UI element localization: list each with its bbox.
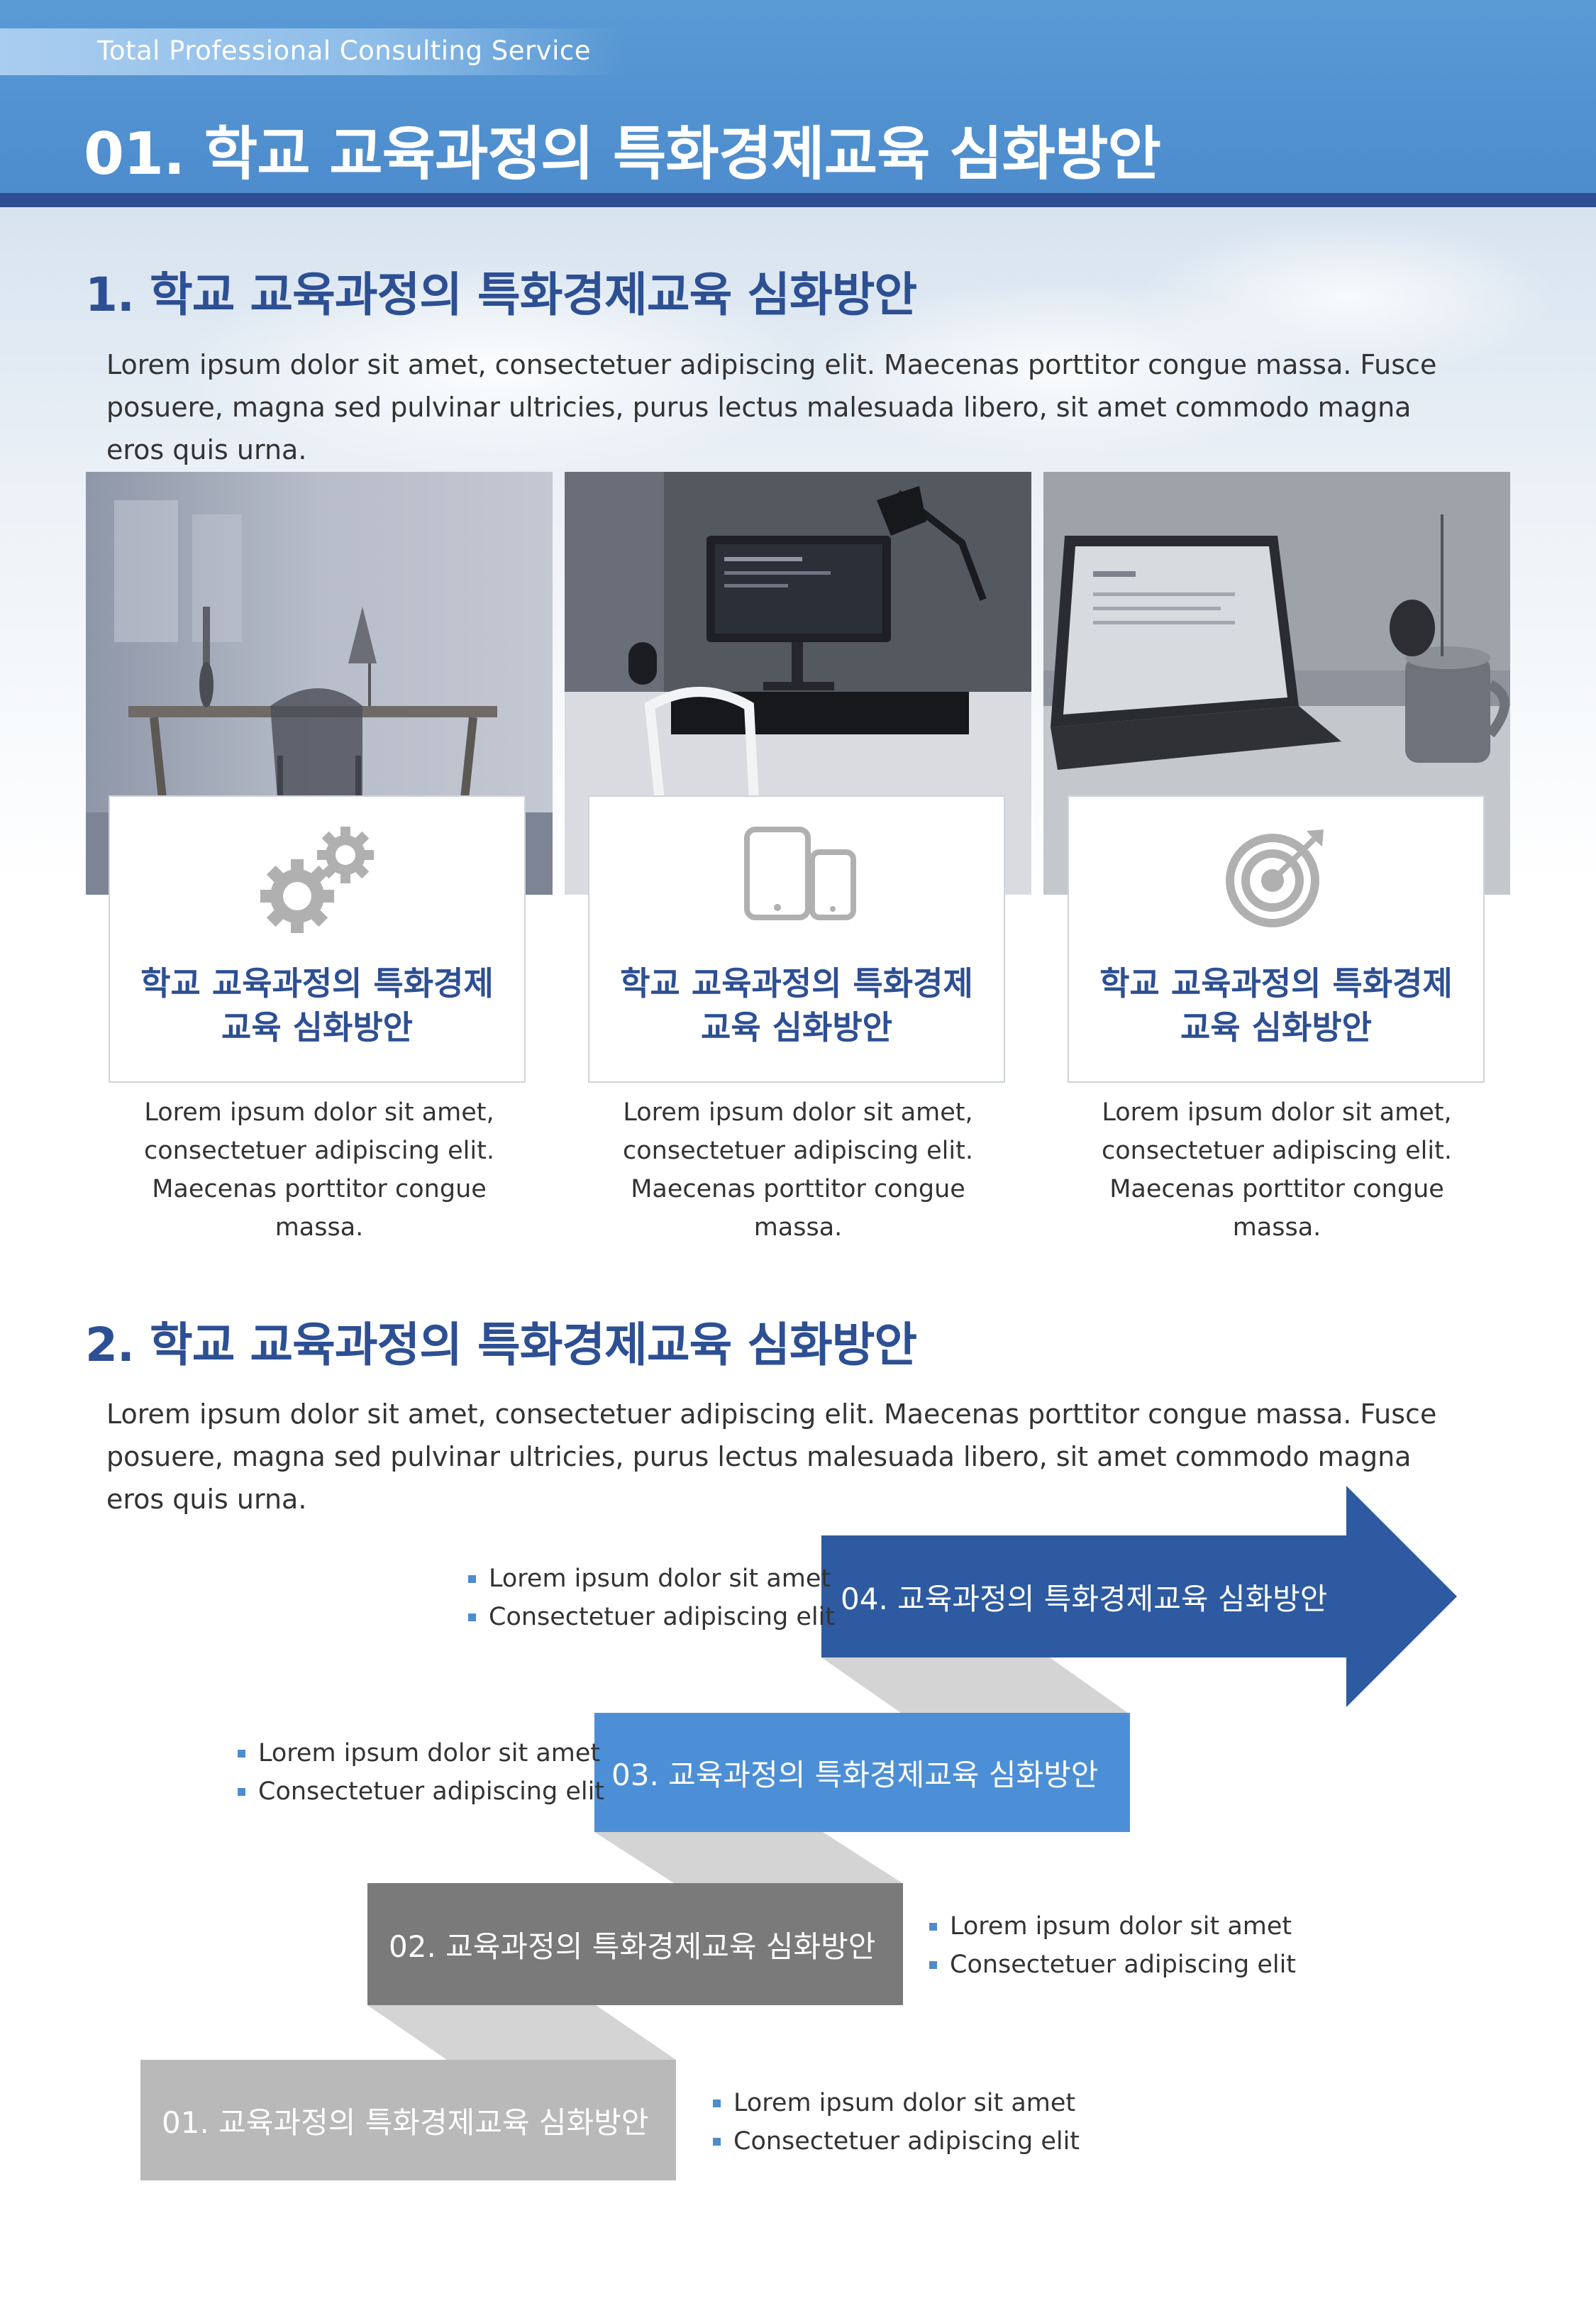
step-04-bullets: Lorem ipsum dolor sit amet Consectetuer …: [468, 1560, 835, 1636]
bullet-text: Consectetuer adipiscing elit: [950, 1951, 1297, 1979]
step-02-box: 02. 교육과정의 특화경제교육 심화방안: [367, 1883, 903, 2005]
header-divider: [0, 193, 1596, 207]
feature-card-title: 학교 교육과정의 특화경제 교육 심화방안: [1099, 964, 1453, 1047]
devices-icon: [733, 824, 860, 926]
section-2-title: 2. 학교 교육과정의 특화경제교육 심화방안: [85, 1318, 917, 1372]
step-01-label: 01. 교육과정의 특화경제교육 심화방안: [162, 2104, 649, 2140]
bullet-text: Consectetuer adipiscing elit: [489, 1603, 836, 1631]
feature-card-3-desc: Lorem ipsum dolor sit amet, consectetuer…: [1102, 1098, 1452, 1242]
feature-card-1-desc: Lorem ipsum dolor sit amet, consectetuer…: [144, 1098, 494, 1242]
section-1-body: Lorem ipsum dolor sit amet, consectetuer…: [106, 349, 1437, 465]
feature-card-title: 학교 교육과정의 특화경제 교육 심화방안: [620, 964, 973, 1047]
bullet-icon: [468, 1574, 476, 1583]
target-icon: [1223, 824, 1329, 933]
bullet-text: Lorem ipsum dolor sit amet: [489, 1565, 831, 1593]
bullet-text: Consectetuer adipiscing elit: [258, 1777, 605, 1806]
feature-card-3: 학교 교육과정의 특화경제 교육 심화방안: [1068, 795, 1485, 1083]
bullet-icon: [713, 2137, 721, 2146]
bullet-icon: [238, 1749, 245, 1758]
step-04-label: 04. 교육과정의 특화경제교육 심화방안: [841, 1581, 1328, 1616]
step-03-box: 03. 교육과정의 특화경제교육 심화방안: [594, 1713, 1130, 1832]
section-2-body: Lorem ipsum dolor sit amet, consectetuer…: [106, 1399, 1437, 1515]
page-title: 01. 학교 교육과정의 특화경제교육 심화방안: [84, 121, 1161, 188]
bullet-text: Consectetuer adipiscing elit: [733, 2127, 1080, 2156]
bullet-icon: [929, 1922, 937, 1931]
bullet-text: Lorem ipsum dolor sit amet: [733, 2089, 1076, 2117]
step-01-bullets: Lorem ipsum dolor sit amet Consectetuer …: [713, 2084, 1080, 2161]
step-01-box: 01. 교육과정의 특화경제교육 심화방안: [140, 2060, 676, 2180]
bullet-icon: [468, 1613, 476, 1621]
step-02-label: 02. 교육과정의 특화경제교육 심화방안: [389, 1929, 876, 1964]
step-03-label: 03. 교육과정의 특화경제교육 심화방안: [611, 1757, 1099, 1792]
step-03-bullets: Lorem ipsum dolor sit amet Consectetuer …: [238, 1734, 604, 1811]
step-02-bullets: Lorem ipsum dolor sit amet Consectetuer …: [929, 1907, 1296, 1984]
bullet-text: Lorem ipsum dolor sit amet: [950, 1912, 1292, 1941]
bullet-icon: [713, 2099, 721, 2107]
bullet-icon: [929, 1960, 937, 1969]
feature-card-2-desc: Lorem ipsum dolor sit amet, consectetuer…: [623, 1098, 973, 1242]
bullet-icon: [238, 1787, 245, 1796]
gears-icon: [253, 824, 381, 947]
bullet-text: Lorem ipsum dolor sit amet: [258, 1739, 601, 1767]
feature-card-2: 학교 교육과정의 특화경제 교육 심화방안: [588, 795, 1005, 1083]
feature-card-1: 학교 교육과정의 특화경제 교육 심화방안: [109, 795, 526, 1083]
step-04-arrow: [821, 1486, 1457, 1707]
feature-card-title: 학교 교육과정의 특화경제 교육 심화방안: [140, 964, 494, 1047]
tagline-bar: [0, 28, 624, 75]
section-1-title: 1. 학교 교육과정의 특화경제교육 심화방안: [85, 267, 917, 322]
tagline: Total Professional Consulting Service: [97, 35, 591, 66]
